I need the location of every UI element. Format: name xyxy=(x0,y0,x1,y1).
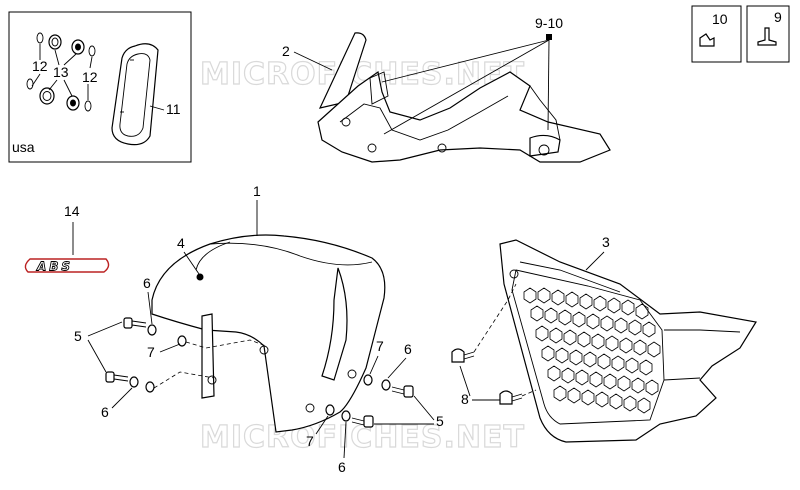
reflector-part xyxy=(111,43,159,146)
front-fender xyxy=(151,234,386,433)
watermark-bottom: MICROFICHES.NET xyxy=(200,420,525,455)
callout-4: 4 xyxy=(177,235,185,251)
headlight-fairing xyxy=(317,32,611,163)
box-part-9: 9 xyxy=(746,5,790,63)
callout-6: 6 xyxy=(143,275,151,291)
callout-7: 7 xyxy=(147,344,155,360)
callout-5: 5 xyxy=(74,328,82,344)
callout-12: 12 xyxy=(32,58,48,74)
region-label-usa: usa xyxy=(12,139,35,155)
radiator-grille xyxy=(499,239,757,443)
callout-9-10: 9-10 xyxy=(535,15,563,31)
callout-2: 2 xyxy=(282,43,290,59)
callout-11: 11 xyxy=(166,101,181,117)
callout-6: 6 xyxy=(338,459,346,475)
grille-mesh xyxy=(523,287,661,414)
callout-9: 9 xyxy=(774,9,782,25)
usa-inset: usa 12 13 12 11 xyxy=(8,11,192,163)
box-part-10: 10 xyxy=(691,5,742,63)
callout-13: 13 xyxy=(53,64,69,80)
callout-14: 14 xyxy=(64,203,80,219)
abs-badge-text: ABS xyxy=(36,260,73,274)
abs-badge: ABS xyxy=(24,258,110,274)
callout-8: 8 xyxy=(461,391,469,407)
callout-6: 6 xyxy=(101,404,109,420)
callout-5: 5 xyxy=(436,413,444,429)
callout-1: 1 xyxy=(253,183,261,199)
watermark-top: MICROFICHES.NET xyxy=(200,57,525,92)
callout-6: 6 xyxy=(404,341,412,357)
grille-screws xyxy=(451,283,537,405)
callout-10: 10 xyxy=(712,11,728,27)
left-fasteners xyxy=(105,317,267,393)
spacer-parts xyxy=(26,32,96,112)
callout-7: 7 xyxy=(306,433,314,449)
callout-12: 12 xyxy=(82,69,98,85)
right-fasteners xyxy=(325,374,414,428)
callout-3: 3 xyxy=(602,234,610,250)
callout-7: 7 xyxy=(376,338,384,354)
